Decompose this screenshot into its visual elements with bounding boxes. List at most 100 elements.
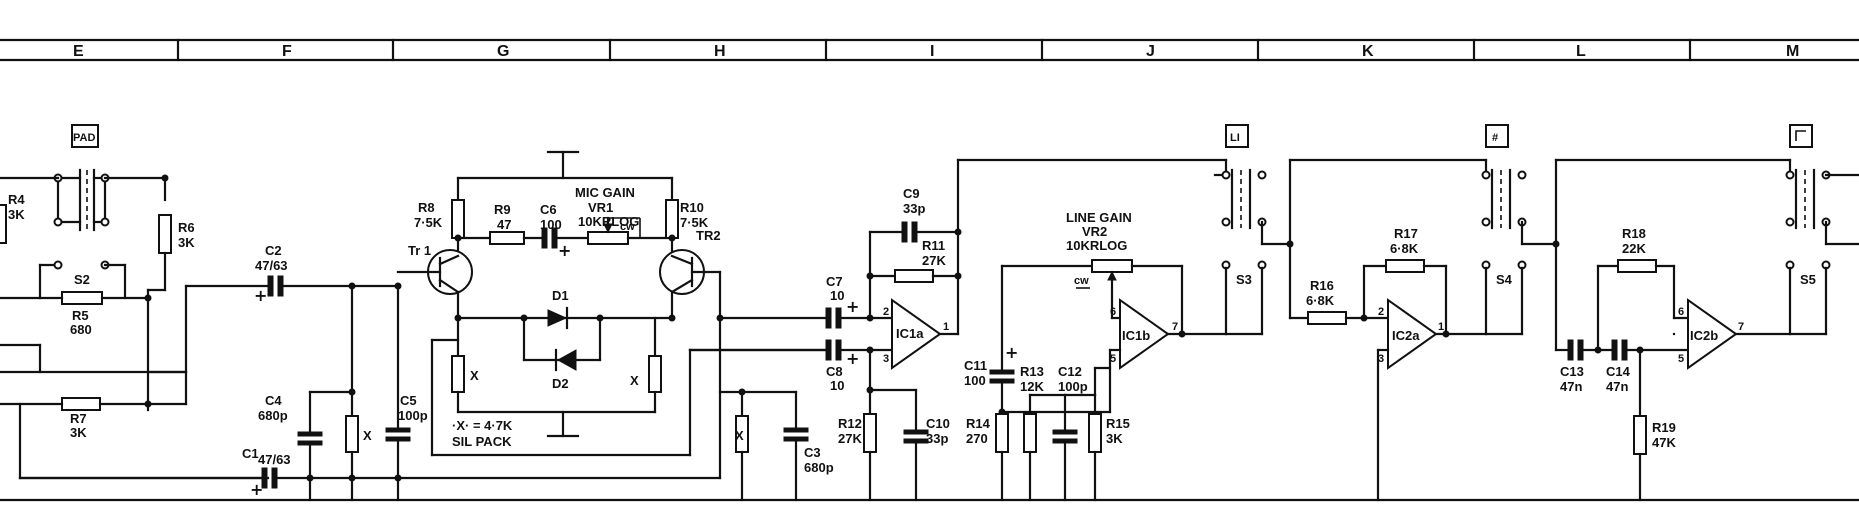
c2-ref: C2 bbox=[265, 243, 282, 258]
r17-value: 6·8K bbox=[1390, 241, 1419, 256]
c13-ref: C13 bbox=[1560, 364, 1584, 379]
r11-value: 27K bbox=[922, 253, 946, 268]
grid-label-m: M bbox=[1786, 43, 1799, 60]
r6-ref: R6 bbox=[178, 220, 195, 235]
c6-capacitor bbox=[541, 227, 548, 249]
tr2-ref: TR2 bbox=[696, 228, 721, 243]
svg-text:6: 6 bbox=[1678, 306, 1684, 318]
r7-resistor bbox=[61, 397, 101, 411]
c13-capacitor bbox=[1567, 339, 1574, 361]
ic1b-opamp bbox=[1119, 298, 1170, 370]
grid-strip: E F G H I J K L M bbox=[0, 38, 1859, 62]
c6-value: 100 bbox=[540, 217, 562, 232]
svg-text:#: # bbox=[1492, 132, 1498, 144]
r8-resistor bbox=[451, 199, 465, 239]
c8-ref: C8 bbox=[826, 364, 843, 379]
svg-text:6: 6 bbox=[1110, 306, 1116, 318]
c3-ref: C3 bbox=[804, 445, 821, 460]
r4-ref: R4 bbox=[8, 192, 25, 207]
x-note-value: ·X· = 4·7K bbox=[452, 418, 513, 433]
c14-value: 47n bbox=[1606, 379, 1628, 394]
r18-value: 22K bbox=[1622, 241, 1646, 256]
r11-resistor bbox=[894, 269, 934, 283]
ic2b-section: C13 47n C14 47n R18 22K R19 47K 6 5 7 IC… bbox=[1552, 124, 1859, 502]
pad-switch-indicator bbox=[71, 124, 99, 148]
c10-ref: C10 bbox=[926, 416, 950, 431]
tr1-ref: Tr 1 bbox=[408, 243, 431, 258]
ic2a-opamp bbox=[1387, 298, 1438, 370]
r8-ref: R8 bbox=[418, 200, 435, 215]
svg-text:+: + bbox=[846, 349, 859, 368]
c3-value: 680p bbox=[804, 460, 834, 475]
c9-ref: C9 bbox=[903, 186, 920, 201]
r15-resistor bbox=[1088, 413, 1102, 453]
x-label-h: X bbox=[630, 373, 639, 388]
c8-capacitor bbox=[825, 339, 832, 361]
mic-gain-label: MIC GAIN bbox=[575, 185, 635, 200]
c6-ref: C6 bbox=[540, 202, 557, 217]
ic1a-section: + C7 10 + C8 10 2 3 1 IC1a C9 33p R11 27… bbox=[688, 158, 1228, 502]
r16-value: 6·8K bbox=[1306, 293, 1335, 308]
ic1a-ref: IC1a bbox=[896, 326, 924, 341]
svg-text:7: 7 bbox=[1738, 321, 1744, 333]
grid-label-e: E bbox=[73, 43, 84, 60]
c7-capacitor bbox=[825, 307, 832, 329]
ic1a-opamp bbox=[891, 298, 942, 370]
r6-resistor bbox=[158, 214, 172, 254]
c11-value: 100 bbox=[964, 373, 986, 388]
d2-diode bbox=[556, 349, 577, 371]
r17-ref: R17 bbox=[1394, 226, 1418, 241]
r19-ref: R19 bbox=[1652, 420, 1676, 435]
grid-label-k: K bbox=[1362, 43, 1374, 60]
c7-value: 10 bbox=[830, 288, 844, 303]
r5-ref: R5 bbox=[72, 308, 89, 323]
svg-text:LI: LI bbox=[1230, 132, 1240, 144]
d2-ref: D2 bbox=[552, 376, 569, 391]
s2-ref: S2 bbox=[74, 272, 90, 287]
svg-text:1: 1 bbox=[943, 321, 949, 333]
r16-ref: R16 bbox=[1310, 278, 1334, 293]
ic1b-section: LINE GAIN VR2 10KRLOG cw 6 5 7 IC1b + C1… bbox=[964, 124, 1292, 502]
c14-ref: C14 bbox=[1606, 364, 1631, 379]
x-note-pack: SIL PACK bbox=[452, 434, 512, 449]
vr1-potentiometer bbox=[587, 231, 629, 245]
x-label-f: X bbox=[363, 428, 372, 443]
ic1b-ref: IC1b bbox=[1122, 328, 1150, 343]
svg-text:+: + bbox=[846, 297, 859, 316]
c9-capacitor bbox=[901, 221, 908, 243]
c3-capacitor bbox=[783, 427, 809, 433]
r12-value: 27K bbox=[838, 431, 862, 446]
r15-ref: R15 bbox=[1106, 416, 1130, 431]
vr1-ref: VR1 bbox=[588, 200, 613, 215]
svg-text:+: + bbox=[558, 241, 571, 260]
svg-text:2: 2 bbox=[1378, 306, 1384, 318]
r9-ref: R9 bbox=[494, 202, 511, 217]
c14-capacitor bbox=[1611, 339, 1618, 361]
c4-capacitor bbox=[297, 431, 323, 437]
r10-value: 7·5K bbox=[680, 215, 709, 230]
c11-ref: C11 bbox=[964, 358, 987, 373]
c8-value: 10 bbox=[830, 378, 844, 393]
r14-value: 270 bbox=[966, 431, 988, 446]
r8-value: 7·5K bbox=[414, 215, 443, 230]
s4-indicator bbox=[1485, 124, 1509, 148]
svg-text:5: 5 bbox=[1678, 353, 1684, 365]
r14-resistor bbox=[995, 413, 1009, 453]
vr1-cw-label: cw bbox=[620, 221, 635, 233]
x-resistor-f bbox=[345, 415, 359, 453]
r15-value: 3K bbox=[1106, 431, 1123, 446]
c10-capacitor bbox=[903, 429, 929, 435]
r18-resistor bbox=[1617, 259, 1657, 273]
c9-value: 33p bbox=[903, 201, 925, 216]
r10-ref: R10 bbox=[680, 200, 704, 215]
r13-value: 12K bbox=[1020, 379, 1044, 394]
pad-section: PAD R4 3K R6 3K bbox=[0, 124, 270, 480]
c5-ref: C5 bbox=[400, 393, 417, 408]
grid-label-j: J bbox=[1146, 43, 1155, 60]
svg-text:3: 3 bbox=[1378, 353, 1384, 365]
ic2a-ref: IC2a bbox=[1392, 328, 1420, 343]
r19-resistor bbox=[1633, 415, 1647, 455]
svg-text:+: + bbox=[254, 286, 267, 305]
r17-resistor bbox=[1385, 259, 1425, 273]
